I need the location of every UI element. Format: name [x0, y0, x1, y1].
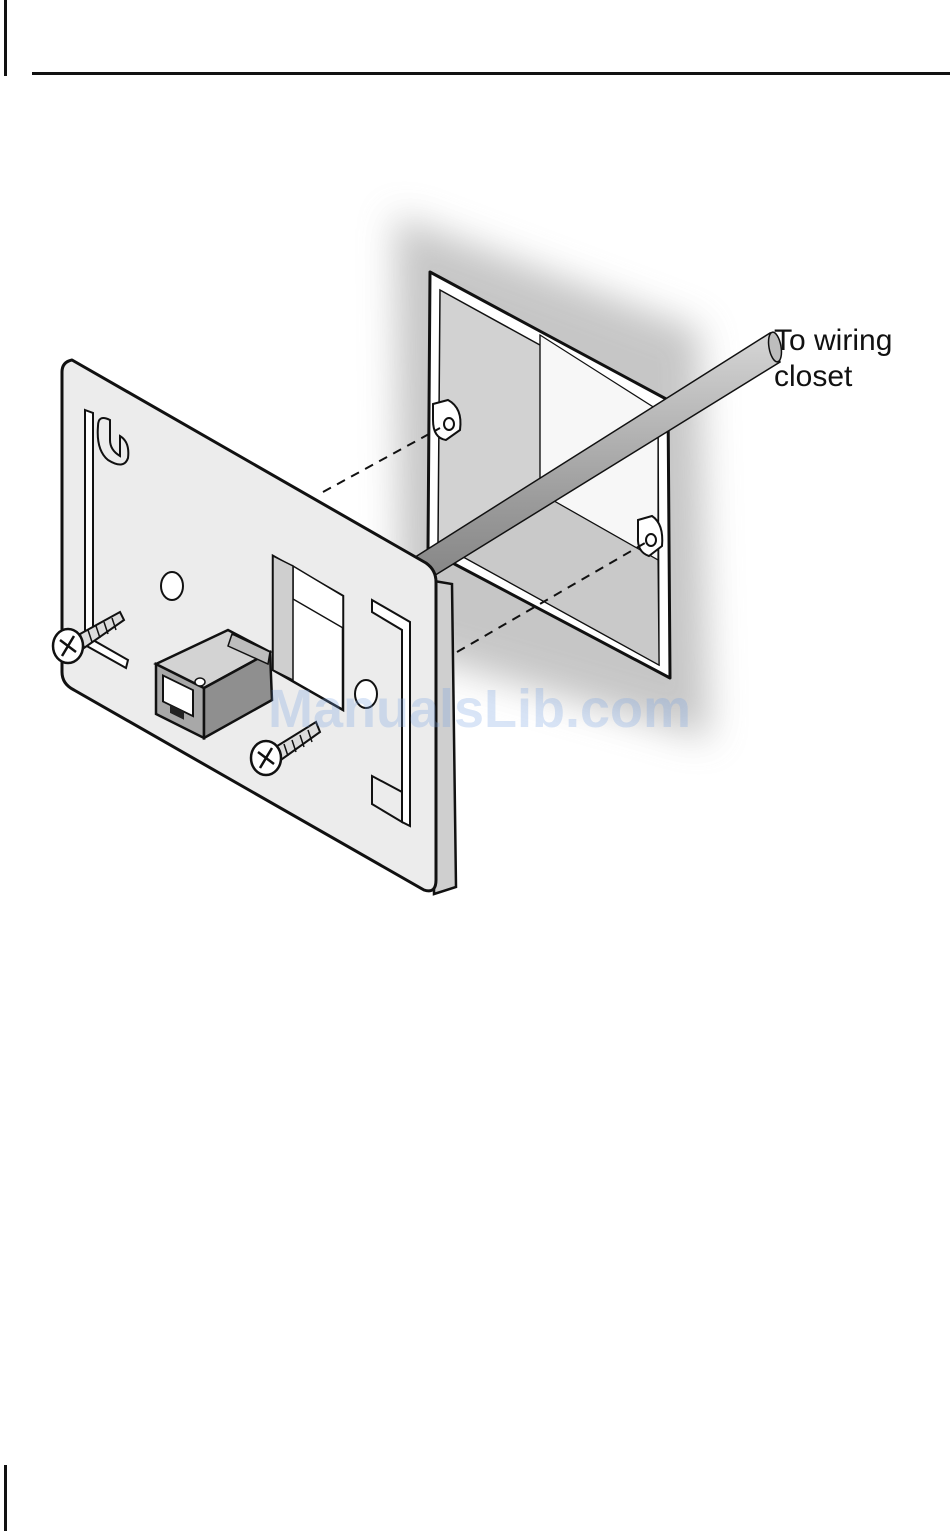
watermark: ManualsLib.com: [268, 678, 691, 740]
wall-plate: [62, 360, 456, 894]
wiring-closet-callout: To wiring closet: [774, 323, 892, 395]
callout-line-2: closet: [774, 359, 892, 395]
callout-line-1: To wiring: [774, 323, 892, 359]
